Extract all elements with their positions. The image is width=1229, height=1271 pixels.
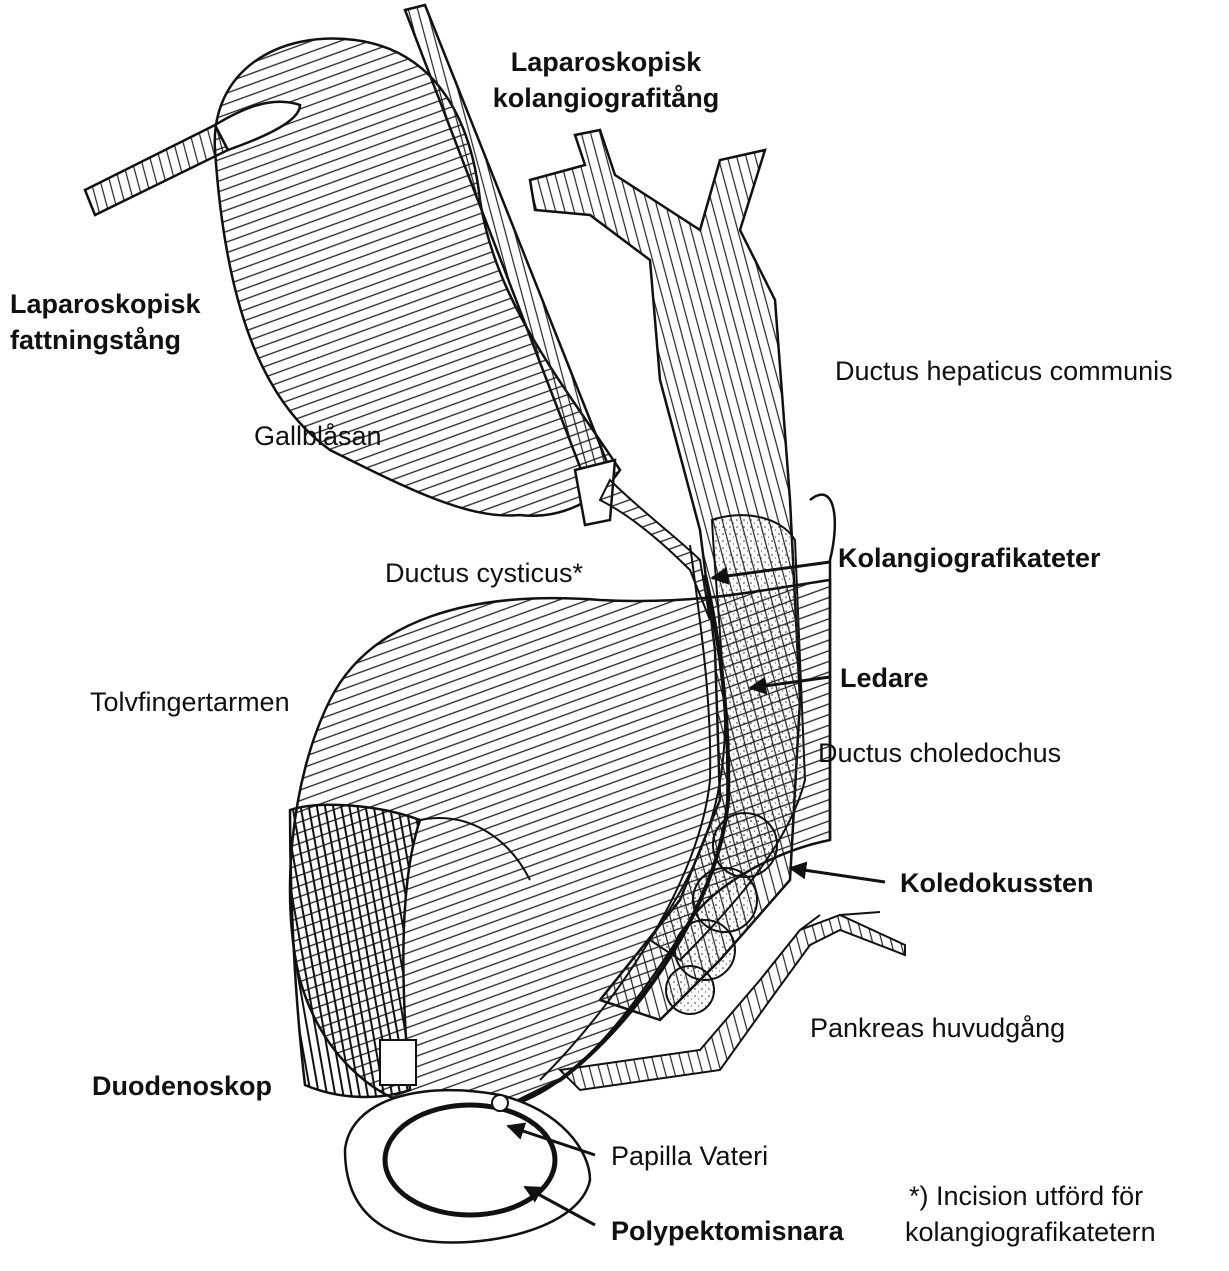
label-footnote: *) Incision utförd för kolangiografikate…	[905, 1178, 1156, 1250]
label-common-bile-duct: Ductus choledochus	[818, 735, 1061, 771]
label-papilla: Papilla Vateri	[611, 1138, 768, 1174]
label-catheter: Kolangiografikateter	[838, 540, 1101, 576]
label-cystic-duct: Ductus cysticus*	[385, 555, 583, 591]
label-duodenoscope: Duodenoskop	[92, 1068, 272, 1104]
arrow-stone	[790, 868, 885, 882]
label-gallbladder: Gallblåsan	[254, 418, 382, 454]
label-common-hepatic-duct: Ductus hepaticus communis	[835, 353, 1173, 389]
label-grasper: Laparoskopisk fattningstång	[10, 286, 201, 358]
label-cholangiography-forceps: Laparoskopisk kolangiografitång	[488, 44, 724, 116]
snare-loop	[345, 1090, 590, 1242]
label-pancreatic-duct: Pankreas huvudgång	[810, 1010, 1065, 1046]
label-guidewire: Ledare	[840, 660, 929, 696]
label-snare: Polypektomisnara	[611, 1213, 844, 1249]
label-duodenum: Tolvfingertarmen	[90, 684, 290, 720]
label-stone: Koledokussten	[900, 865, 1094, 901]
